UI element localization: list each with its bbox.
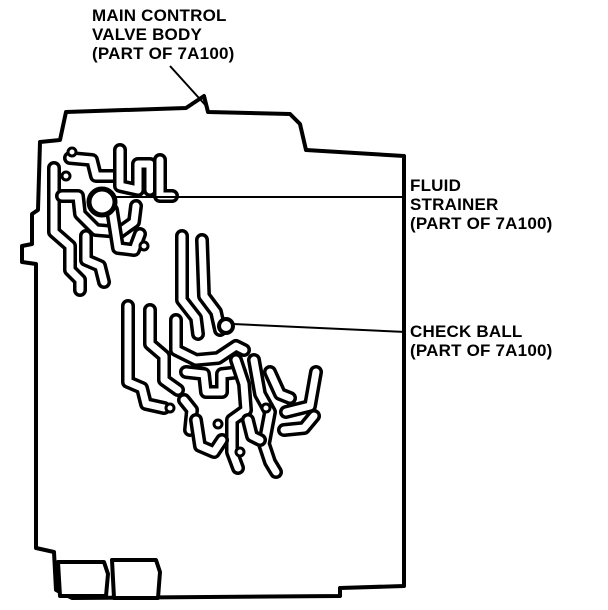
- fluid-strainer-label: FLUID STRAINER (PART OF 7A100): [410, 176, 553, 233]
- fluid-label-line3: (PART OF 7A100): [410, 214, 553, 233]
- lower-channels: [121, 229, 323, 479]
- check-label-line1: CHECK BALL: [410, 322, 523, 341]
- check-ball-label: CHECK BALL (PART OF 7A100): [410, 322, 553, 360]
- strainer-ball: [86, 186, 118, 218]
- main-label-line1: MAIN CONTROL: [92, 6, 227, 25]
- fluid-label-line1: FLUID: [410, 176, 462, 195]
- check-label-line2: (PART OF 7A100): [410, 341, 553, 360]
- main-label-line3: (PART OF 7A100): [92, 44, 235, 63]
- check-ball-leader: [232, 323, 407, 333]
- mounting-boss-left: [56, 560, 110, 598]
- main-control-valve-body-label: MAIN CONTROL VALVE BODY (PART OF 7A100): [92, 6, 235, 63]
- check-ball: [217, 317, 235, 335]
- main-body-leader: [169, 65, 209, 109]
- strainer-channels: [47, 143, 179, 297]
- mounting-boss-right: [110, 558, 162, 600]
- valve-body-outline: [20, 94, 406, 600]
- main-label-line2: VALVE BODY: [92, 25, 202, 44]
- fluid-label-line2: STRAINER: [410, 195, 499, 214]
